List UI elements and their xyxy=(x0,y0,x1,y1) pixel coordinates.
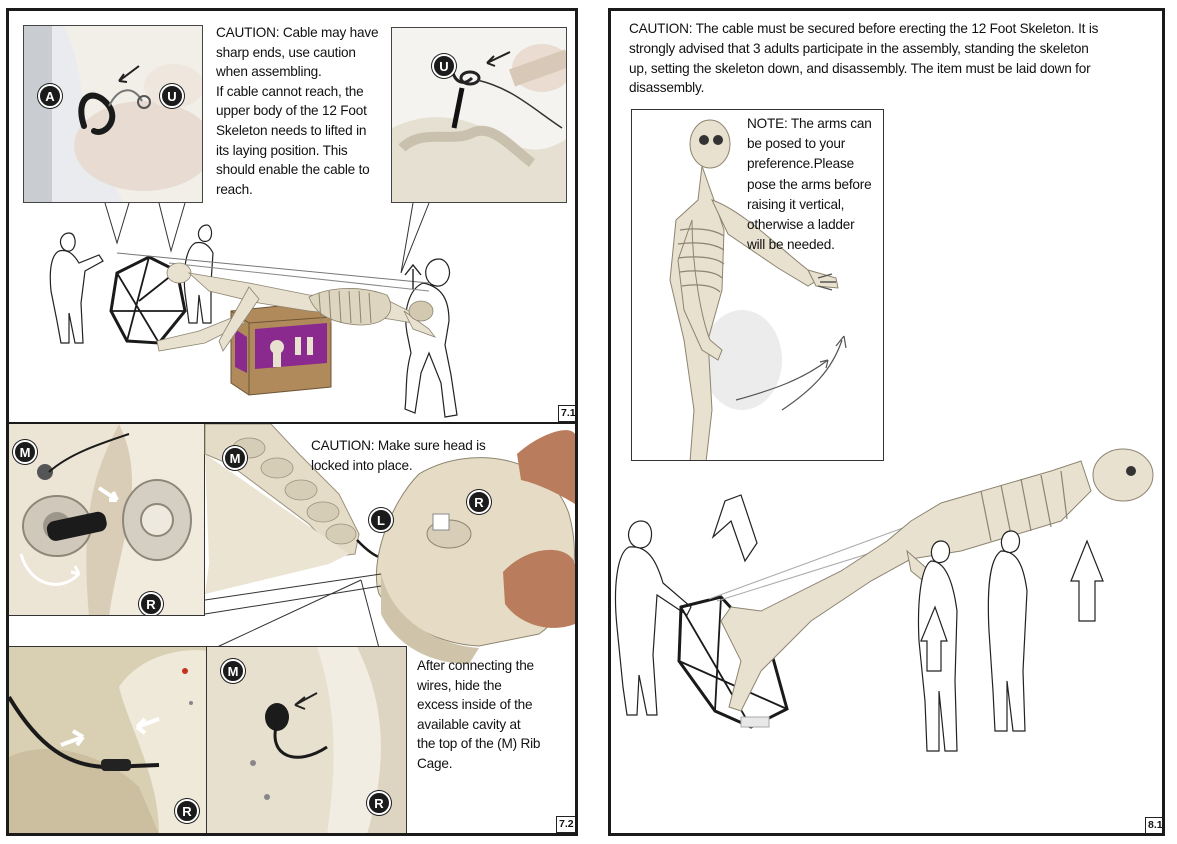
part-badge-u: U xyxy=(160,84,184,108)
rib-cage-cavity-photo: M R xyxy=(207,646,407,833)
part-badge-r: R xyxy=(139,592,163,615)
part-badge-r: R xyxy=(175,799,199,823)
instruction-page-right: CAUTION: The cable must be secured befor… xyxy=(608,8,1165,836)
part-badge-m: M xyxy=(221,659,245,683)
step-8-1-note-text: NOTE: The arms can be posed to your pref… xyxy=(747,116,872,253)
part-badge-r: R xyxy=(367,791,391,815)
panel-divider xyxy=(9,422,575,424)
part-badge-u: U xyxy=(432,54,456,78)
step-8-1-caution-text: CAUTION: The cable must be secured befor… xyxy=(629,21,1099,96)
arm-pose-photo: NOTE: The arms can be posed to your pref… xyxy=(631,109,884,461)
step-number-7-2: 7.2 xyxy=(556,816,575,833)
step-number-7-1: 7.1 xyxy=(558,405,575,422)
panel-step-7-2: M R xyxy=(9,424,575,833)
step-7-1-caution-text: CAUTION: Cable may have sharp ends, use … xyxy=(216,25,379,197)
part-badge-a: A xyxy=(38,84,62,108)
wire-connector-photo: R xyxy=(9,646,207,833)
part-badge-m: M xyxy=(13,440,37,464)
instruction-page-left: A U CAUTION: Cable may have sharp ends, … xyxy=(6,8,578,836)
step-7-2-note-text: After connecting the wires, hide the exc… xyxy=(417,658,541,771)
step-number-8-1: 8.1 xyxy=(1145,817,1162,833)
step-7-2-caution-text: CAUTION: Make sure head is locked into p… xyxy=(311,438,486,473)
part-badge-l: L xyxy=(369,508,393,532)
panel-step-7-1: A U CAUTION: Cable may have sharp ends, … xyxy=(9,11,575,422)
part-badge-r: R xyxy=(467,490,491,514)
skeleton-raising-illustration xyxy=(614,448,1154,752)
cable-clip-photo: U xyxy=(391,27,567,203)
cable-hook-photo: A U xyxy=(23,25,203,203)
part-badge-m: M xyxy=(223,446,247,470)
head-mount-photo: M R xyxy=(9,424,205,616)
